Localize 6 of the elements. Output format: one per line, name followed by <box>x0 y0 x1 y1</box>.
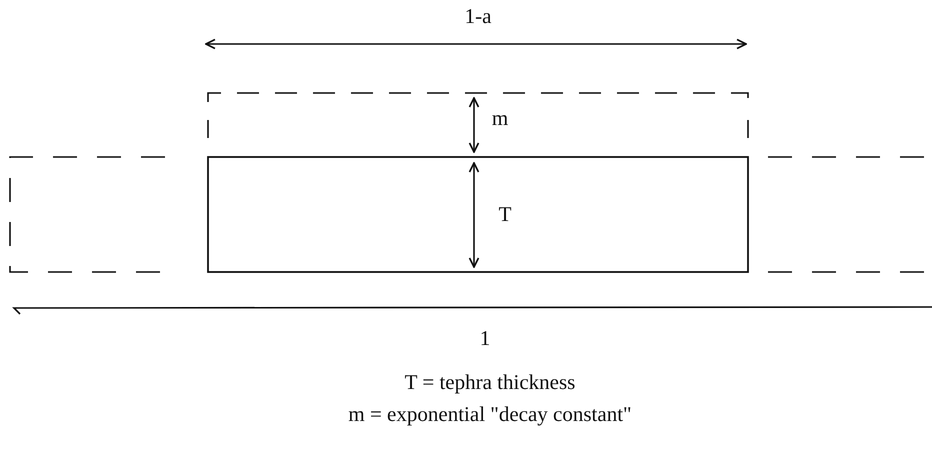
dimension-label: 1 <box>480 326 490 350</box>
dimension-label: 1-a <box>464 4 492 28</box>
dimension-label: T <box>498 202 512 226</box>
legend-note: T = tephra thickness <box>404 370 576 394</box>
dimension-label: m <box>492 106 508 130</box>
legend-note: m = exponential "decay constant" <box>348 402 632 426</box>
